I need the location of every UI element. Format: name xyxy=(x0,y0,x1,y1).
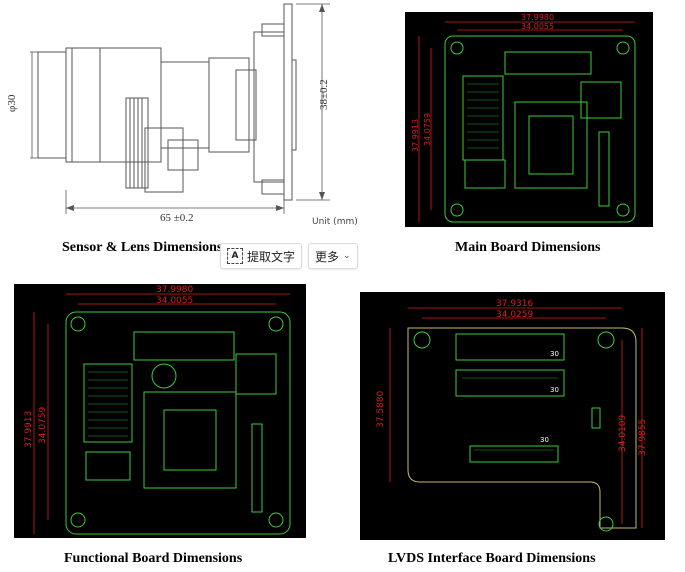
functional-board-caption: Functional Board Dimensions xyxy=(64,551,243,566)
functional-board-image: 37.9980 34.0055 37.9913 34.0759 xyxy=(14,284,306,538)
unit-label: Unit (mm) xyxy=(312,217,358,227)
extract-text-button[interactable]: A 提取文字 xyxy=(220,243,303,269)
dim-height-label: 38±0.2 xyxy=(318,79,330,110)
main-board-image: 37.9980 34.0055 37.9913 34.0759 xyxy=(405,12,653,227)
text-scan-icon: A xyxy=(227,248,243,264)
lvds-pin-label-top: 30 xyxy=(550,350,559,358)
lvds-dim-left: 37.5880 xyxy=(376,390,386,428)
lvds-board-image: 37.9316 34.0259 37.5880 34.0109 37.9855 … xyxy=(360,292,665,540)
lvds-dim-right-inner: 34.0109 xyxy=(618,414,628,452)
main-board-caption: Main Board Dimensions xyxy=(455,240,601,255)
lvds-board-drawing xyxy=(389,307,643,532)
sensor-lens-drawing xyxy=(30,3,330,214)
more-button[interactable]: 更多 ⌄ xyxy=(308,243,358,269)
functional-dim-left-inner: 34.0759 xyxy=(38,406,48,444)
sensor-lens-caption: Sensor & Lens Dimensions xyxy=(62,240,223,255)
functional-dim-top-inner: 34.0055 xyxy=(156,296,194,306)
main-dim-left-outer: 37.9913 xyxy=(411,118,420,152)
lvds-dim-top-outer: 37.9316 xyxy=(496,299,534,309)
main-dim-top-inner: 34.0055 xyxy=(521,22,555,31)
lvds-pin-label-bottom: 30 xyxy=(540,436,549,444)
functional-board-drawing xyxy=(33,293,291,535)
sensor-lens-panel: 38±0.2 φ30 65 ±0.2 Unit (mm) xyxy=(0,0,380,240)
main-dim-left-inner: 34.0759 xyxy=(423,112,432,146)
dim-diameter-label: φ30 xyxy=(6,94,18,112)
main-dim-top-outer: 37.9980 xyxy=(521,13,555,22)
lvds-board-caption: LVDS Interface Board Dimensions xyxy=(388,551,596,566)
lvds-dim-top-inner: 34.0259 xyxy=(496,310,534,320)
functional-dim-left-outer: 37.9913 xyxy=(24,410,34,448)
dim-length-label: 65 ±0.2 xyxy=(160,212,194,224)
image-toolbar: A 提取文字 更多 ⌄ xyxy=(220,243,358,269)
main-board-drawing xyxy=(418,21,636,223)
lvds-pin-label-mid: 30 xyxy=(550,386,559,394)
chevron-down-icon: ⌄ xyxy=(343,251,351,261)
more-label: 更多 xyxy=(315,249,340,264)
functional-dim-top-outer: 37.9980 xyxy=(156,285,194,295)
extract-text-label: 提取文字 xyxy=(247,249,296,264)
lvds-dim-right-outer: 37.9855 xyxy=(638,418,648,456)
